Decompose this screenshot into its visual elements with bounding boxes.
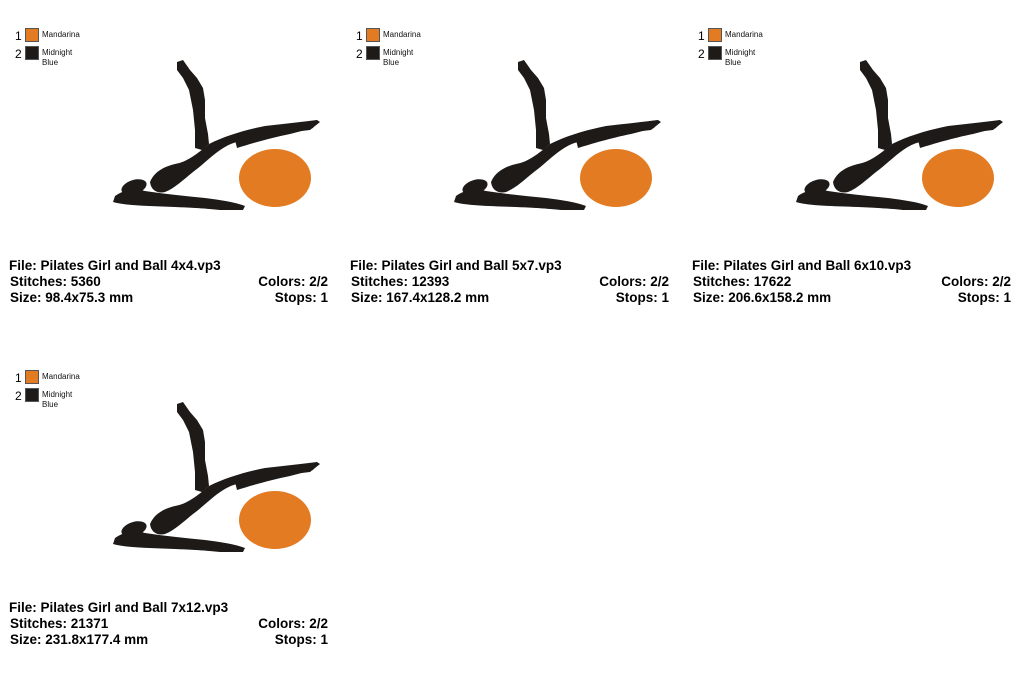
- embroidery-preview: [454, 60, 661, 210]
- stitch-count: Stitches: 17622: [693, 274, 792, 289]
- design-card-1: 1 Mandarina 2 Midnight Blue: [9, 28, 330, 338]
- embroidery-preview: [113, 402, 320, 552]
- color-count: Colors: 2/2: [599, 274, 669, 289]
- color-swatch-mandarina: [708, 28, 722, 42]
- file-name: File: Pilates Girl and Ball 6x10.vp3: [692, 258, 912, 273]
- color-count: Colors: 2/2: [258, 616, 328, 631]
- stop-count: Stops: 1: [274, 632, 328, 647]
- color-count: Colors: 2/2: [941, 274, 1011, 289]
- color-count: Colors: 2/2: [258, 274, 328, 289]
- embroidery-preview: [113, 60, 320, 210]
- legend-number: 2: [356, 47, 363, 61]
- color-name: Mandarina: [42, 372, 80, 381]
- legend-number: 1: [15, 371, 22, 385]
- stitch-count: Stitches: 12393: [351, 274, 450, 289]
- color-name: Midnight Blue: [383, 48, 414, 67]
- design-size: Size: 231.8x177.4 mm: [10, 632, 149, 647]
- exercise-ball: [580, 149, 652, 207]
- exercise-ball: [239, 149, 311, 207]
- color-swatch-mandarina: [25, 28, 39, 42]
- color-swatch-mandarina: [366, 28, 380, 42]
- legend-number: 2: [15, 389, 22, 403]
- design-info: File: Pilates Girl and Ball 4x4.vp3 Stit…: [9, 258, 328, 306]
- design-size: Size: 98.4x75.3 mm: [10, 290, 134, 305]
- stitch-count: Stitches: 21371: [10, 616, 109, 631]
- exercise-ball: [239, 491, 311, 549]
- design-card-4: 1 Mandarina 2 Midnight Blue: [9, 370, 330, 680]
- stop-count: Stops: 1: [957, 290, 1011, 305]
- design-info: File: Pilates Girl and Ball 5x7.vp3 Stit…: [350, 258, 669, 306]
- color-name: Mandarina: [42, 30, 80, 39]
- legend-number: 2: [698, 47, 705, 61]
- color-swatch-midnight-blue: [708, 46, 722, 60]
- embroidery-preview: [796, 60, 1003, 210]
- color-swatch-midnight-blue: [25, 46, 39, 60]
- color-swatch-midnight-blue: [25, 388, 39, 402]
- file-name: File: Pilates Girl and Ball 5x7.vp3: [350, 258, 562, 273]
- design-info: File: Pilates Girl and Ball 6x10.vp3 Sti…: [692, 258, 1011, 306]
- design-size: Size: 206.6x158.2 mm: [693, 290, 832, 305]
- color-swatch-mandarina: [25, 370, 39, 384]
- design-size: Size: 167.4x128.2 mm: [351, 290, 490, 305]
- stitch-count: Stitches: 5360: [10, 274, 101, 289]
- stop-count: Stops: 1: [615, 290, 669, 305]
- stop-count: Stops: 1: [274, 290, 328, 305]
- color-name: Midnight Blue: [725, 48, 756, 67]
- color-name: Midnight Blue: [42, 48, 73, 67]
- file-name: File: Pilates Girl and Ball 4x4.vp3: [9, 258, 221, 273]
- design-card-3: 1 Mandarina 2 Midnight Blue: [692, 28, 1013, 338]
- legend-number: 1: [356, 29, 363, 43]
- design-card-2: 1 Mandarina 2 Midnight Blue: [350, 28, 671, 338]
- legend-number: 1: [15, 29, 22, 43]
- color-name: Midnight Blue: [42, 390, 73, 409]
- color-name: Mandarina: [383, 30, 421, 39]
- legend-number: 2: [15, 47, 22, 61]
- exercise-ball: [922, 149, 994, 207]
- design-info: File: Pilates Girl and Ball 7x12.vp3 Sti…: [9, 600, 328, 648]
- file-name: File: Pilates Girl and Ball 7x12.vp3: [9, 600, 229, 615]
- color-swatch-midnight-blue: [366, 46, 380, 60]
- legend-number: 1: [698, 29, 705, 43]
- color-name: Mandarina: [725, 30, 763, 39]
